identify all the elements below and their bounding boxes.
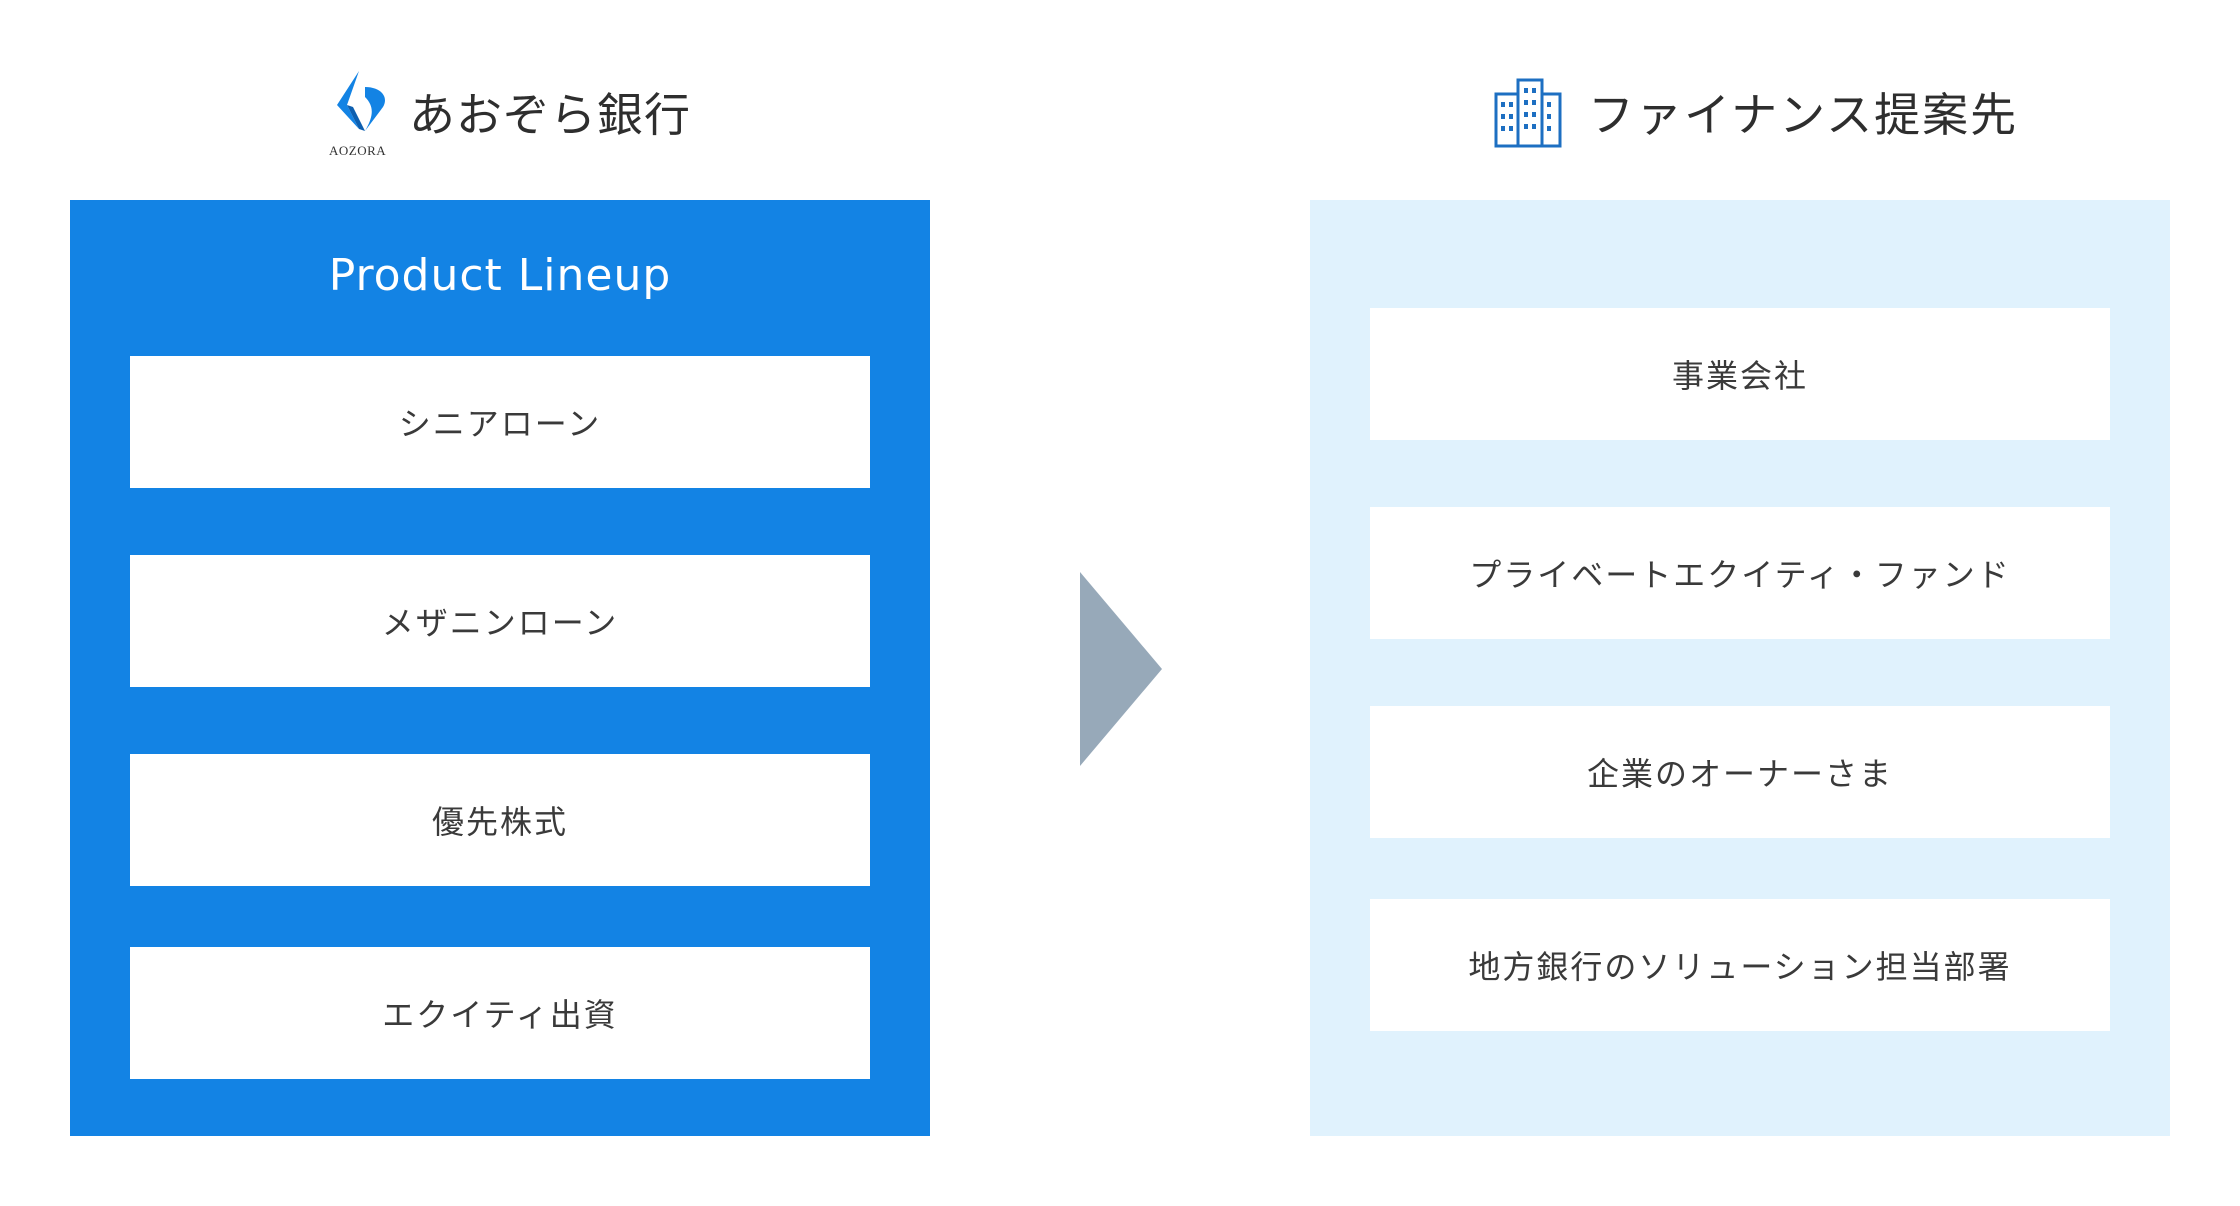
target-item-operating-companies: 事業会社 — [1370, 308, 2110, 440]
product-item-senior-loan: シニアローン — [130, 356, 870, 488]
aozora-logo-icon: AOZORA — [325, 67, 393, 158]
product-item-preferred-stock: 優先株式 — [130, 754, 870, 886]
bank-header: AOZORA あおぞら銀行 — [325, 62, 691, 162]
chevron-right-triangle-icon — [1080, 572, 1162, 766]
product-item-mezzanine-loan: メザニンローン — [130, 555, 870, 687]
product-item-equity-investment: エクイティ出資 — [130, 947, 870, 1079]
bank-name: あおぞら銀行 — [409, 88, 691, 142]
target-item-private-equity-funds: プライベートエクイティ・ファンド — [1370, 507, 2110, 639]
product-lineup-panel: Product Lineup シニアローン メザニンローン 優先株式 エクイティ… — [70, 200, 930, 1136]
target-item-business-owners: 企業のオーナーさま — [1370, 706, 2110, 838]
finance-targets-panel: 事業会社 プライベートエクイティ・ファンド 企業のオーナーさま 地方銀行のソリュ… — [1310, 200, 2170, 1136]
target-item-regional-bank-solutions: 地方銀行のソリューション担当部署 — [1370, 899, 2110, 1031]
logo-subtext: AOZORA — [329, 143, 387, 158]
product-lineup-title: Product Lineup — [328, 250, 672, 301]
targets-title: ファイナンス提案先 — [1588, 88, 2019, 142]
building-icon — [1494, 78, 1562, 148]
targets-header: ファイナンス提案先 — [1490, 62, 2018, 162]
